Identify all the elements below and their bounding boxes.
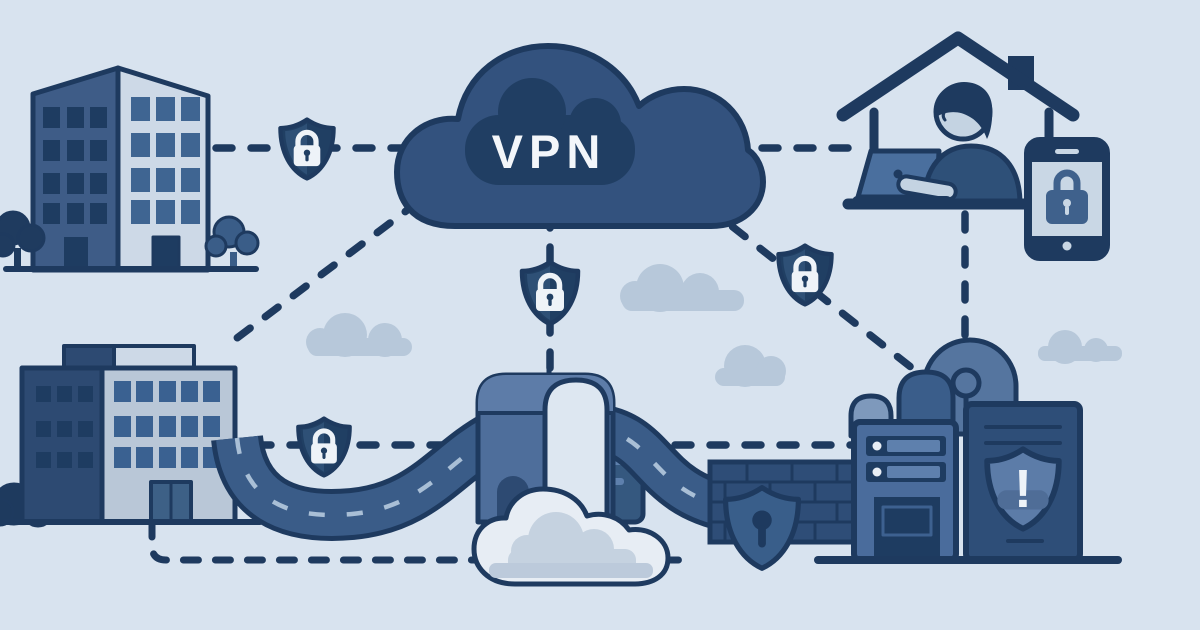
tree-dark (0, 210, 46, 268)
vpn-label: VPN (492, 125, 607, 178)
branch-windows-dark (36, 386, 93, 468)
data-center: ! (814, 337, 1122, 564)
padlock-icon (1053, 169, 1081, 190)
branch-office-building (0, 344, 263, 528)
decorative-cloud (306, 264, 1122, 387)
link-branch-bottom-route (148, 518, 694, 564)
vpn-tunnel-road (211, 413, 508, 541)
office-windows-light (131, 97, 200, 224)
vpn-cloud-inner (465, 78, 635, 185)
office-building (0, 65, 260, 273)
link-cloud-to-branch (233, 198, 422, 342)
tree-light (204, 215, 260, 269)
arm (896, 174, 958, 202)
alert-exclamation: ! (1014, 459, 1032, 519)
shield-alert-icon (984, 446, 1062, 532)
office-windows-dark (43, 107, 107, 224)
link-cloud-to-datacenter (701, 201, 916, 372)
office-door-front (151, 235, 181, 272)
office-door (64, 237, 88, 270)
hair (935, 82, 993, 139)
home-office (836, 31, 1110, 261)
smartphone-lock-icon (1024, 137, 1110, 261)
shield-keyhole-icon (723, 485, 801, 571)
light-road-ramp (542, 377, 610, 525)
front-cloud (471, 486, 671, 587)
roof (836, 31, 1080, 122)
branch-windows-light (114, 381, 220, 468)
server-rack (851, 419, 959, 563)
vpn-cloud: VPN (394, 43, 766, 229)
remote-worker (896, 82, 1023, 207)
